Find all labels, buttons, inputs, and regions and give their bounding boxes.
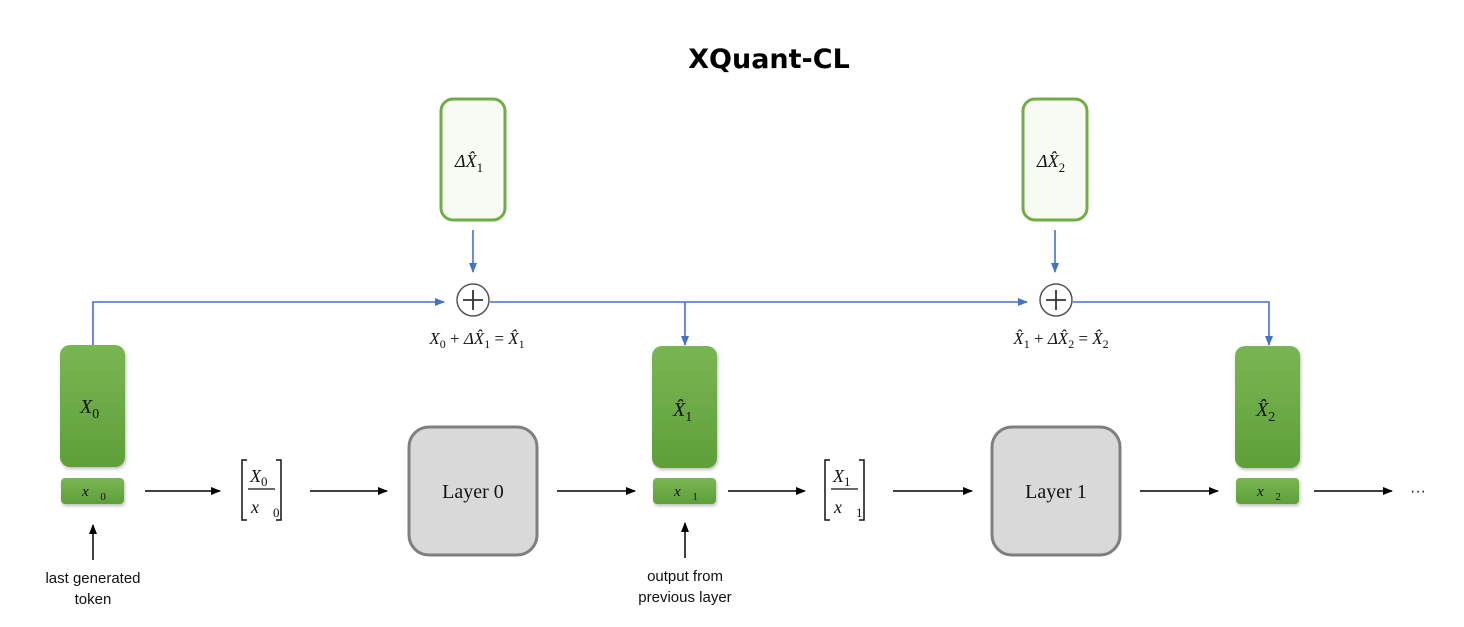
stacked-top-1: X1 — [832, 466, 851, 489]
caption-last-token-line1: last generated — [45, 570, 140, 587]
stacked-input-0: X0 x⃗0 — [241, 459, 282, 521]
cache-small-1 — [653, 478, 716, 504]
caption-prev-layer-line1: output from — [647, 568, 723, 585]
cache-big-2 — [1235, 346, 1300, 468]
layer-label-0: Layer 0 — [442, 481, 504, 503]
cache-small-label-0: x⃗0 — [81, 484, 106, 503]
adder-1-equation: X0 + ΔX̂1 = X̂1 — [428, 329, 524, 351]
cache-big-label-0: X0 — [79, 396, 99, 422]
cache-block-2: X̂2 x⃗2 — [1235, 346, 1300, 504]
stacked-top-0: X0 — [249, 466, 268, 489]
delta-label-2: ΔX̂2 — [1036, 151, 1065, 175]
delta-box-2: ΔX̂2 — [1021, 97, 1089, 222]
ellipsis: ··· — [1410, 483, 1426, 500]
layer-box-1: Layer 1 — [990, 425, 1122, 557]
cache-block-1: X̂1 x⃗1 — [652, 346, 717, 504]
stacked-bottom-0: x⃗0 — [250, 497, 280, 520]
caption-last-token-line2: token — [75, 591, 112, 608]
caption-prev-layer-line2: previous layer — [638, 589, 731, 606]
cache-small-label-1: x⃗1 — [673, 484, 698, 503]
stacked-input-1: X1 x⃗1 — [824, 459, 865, 521]
cache-small-0 — [61, 478, 124, 504]
cache-small-2 — [1236, 478, 1299, 504]
diagram-title: XQuant-CL — [688, 44, 850, 75]
layer-label-1: Layer 1 — [1025, 481, 1087, 503]
adder-1 — [456, 283, 490, 317]
cache-big-0 — [60, 345, 125, 467]
cache-big-label-1: X̂1 — [672, 398, 692, 425]
cache-big-1 — [652, 346, 717, 468]
adder2-to-x2hat-arrow — [1073, 301, 1273, 346]
adder-2 — [1039, 283, 1073, 317]
layer-box-0: Layer 0 — [407, 425, 539, 557]
cache-small-label-2: x⃗2 — [1256, 484, 1281, 503]
x0-to-adder1-arrow — [92, 298, 445, 346]
stacked-bottom-1: x⃗1 — [833, 497, 863, 520]
adder-2-equation: X̂1 + ΔX̂2 = X̂2 — [1012, 329, 1108, 351]
cache-block-0: X0 x⃗0 — [60, 345, 125, 504]
delta-label-1: ΔX̂1 — [454, 151, 483, 175]
cache-big-label-2: X̂2 — [1255, 398, 1275, 425]
delta-box-1: ΔX̂1 — [439, 97, 507, 222]
